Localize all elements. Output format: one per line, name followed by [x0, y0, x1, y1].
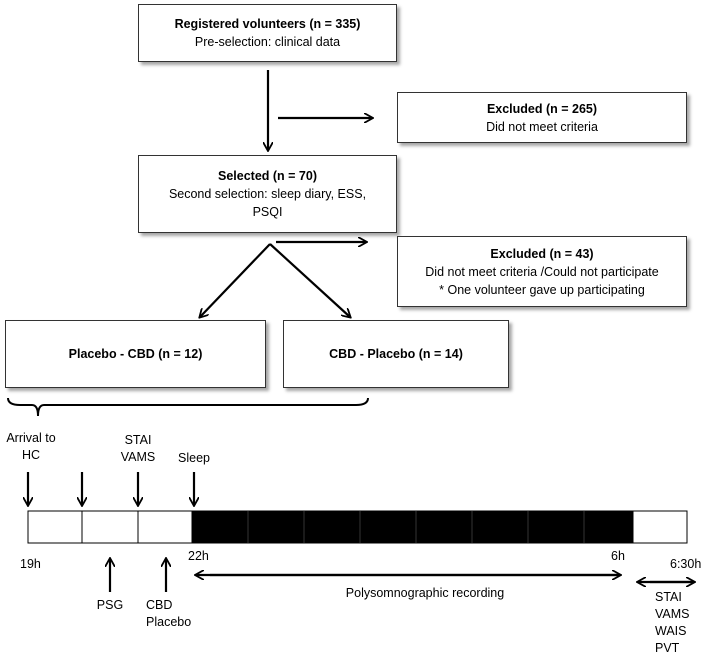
time-630h: 6:30h	[670, 557, 702, 571]
stai-top: STAI	[124, 433, 152, 447]
time-6h: 6h	[611, 549, 625, 563]
registered-subtitle: Pre-selection: clinical data	[194, 35, 341, 49]
recording-label: Polysomnographic recording	[345, 586, 505, 600]
placebo-bottom: Placebo	[146, 615, 192, 629]
group-cbd-placebo-box: CBD - Placebo (n = 14)	[283, 320, 509, 388]
time-22h: 22h	[188, 549, 209, 563]
excluded2-line3: * One volunteer gave up participating	[439, 282, 645, 297]
selected-title: Selected (n = 70)	[218, 169, 317, 183]
selected-line2: Second selection: sleep diary, ESS,	[168, 187, 367, 201]
psg-label: PSG	[96, 598, 124, 612]
time-19h: 19h	[20, 557, 41, 571]
selected-line3: PSQI	[252, 205, 283, 219]
registered-volunteers-box: Registered volunteers (n = 335) Pre-sele…	[138, 4, 397, 62]
post-test-pvt: PVT	[655, 641, 680, 655]
cbd-bottom: CBD	[146, 598, 173, 612]
vams-top: VAMS	[120, 450, 156, 464]
selected-box: Selected (n = 70) Second selection: slee…	[138, 155, 397, 233]
post-test-vams: VAMS	[655, 607, 690, 621]
group-placebo-cbd-box: Placebo - CBD (n = 12)	[5, 320, 266, 388]
post-tests-list: STAI VAMS WAIS PVT	[655, 589, 690, 657]
post-test-stai: STAI	[655, 590, 682, 604]
sleep-label: Sleep	[178, 451, 210, 465]
arrival-label: Arrival to HC	[0, 430, 62, 464]
excluded2-title: Excluded (n = 43)	[490, 246, 594, 261]
group-b-title: CBD - Placebo (n = 14)	[329, 347, 463, 361]
post-test-wais: WAIS	[655, 624, 687, 638]
excluded-box-2: Excluded (n = 43) Did not meet criteria …	[397, 236, 687, 307]
registered-title: Registered volunteers (n = 335)	[174, 17, 361, 31]
group-a-title: Placebo - CBD (n = 12)	[68, 347, 203, 361]
cbd-placebo-label: CBD Placebo	[146, 597, 191, 631]
excluded2-line2: Did not meet criteria /Could not partici…	[425, 264, 659, 279]
arrival-line1: Arrival to	[6, 431, 56, 445]
excluded1-subtitle: Did not meet criteria	[486, 119, 598, 134]
excluded-box-1: Excluded (n = 265) Did not meet criteria	[397, 92, 687, 143]
arrival-line2: HC	[21, 448, 41, 462]
stai-vams-top-label: STAI VAMS	[108, 432, 168, 466]
excluded1-title: Excluded (n = 265)	[486, 101, 598, 116]
